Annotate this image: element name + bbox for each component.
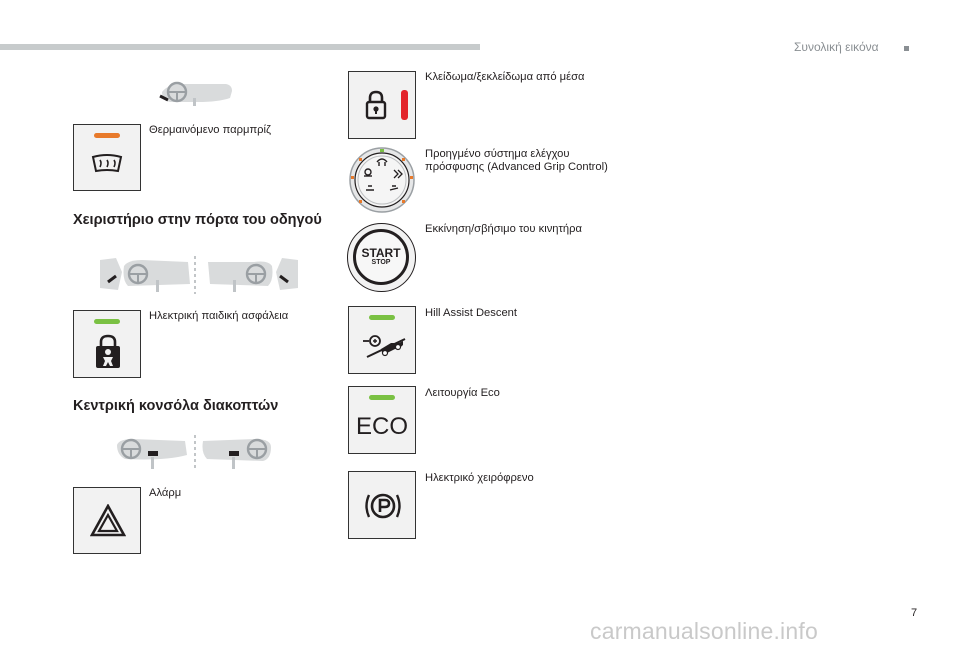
watermark: carmanualsonline.info [590,618,818,644]
child-lock-button[interactable] [73,310,141,378]
console-location-icon [117,435,271,471]
eco-button[interactable]: ECO [348,386,416,454]
eco-caption: Λειτουργία Eco [425,387,500,399]
grip-caption-line1: Προηγμένο σύστημα ελέγχου [425,148,570,160]
windscreen-defrost-icon [91,154,123,173]
child-lock-caption: Ηλεκτρική παιδική ασφάλεια [149,310,289,322]
section-marker [904,46,909,51]
dashboard-location-icon [159,81,232,106]
start-caption: Εκκίνηση/σβήσιμο του κινητήρα [425,223,582,235]
hill-descent-button[interactable] [348,306,416,374]
hazard-caption: Αλάρμ [149,487,182,499]
lock-caption: Κλείδωμα/ξεκλείδωμα από μέσα [425,71,585,83]
parking-brake-icon [365,493,401,519]
start-stop-button[interactable]: START STOP [347,223,416,292]
header-rule [0,44,480,50]
start-label: START [361,246,401,260]
hazard-warning-icon [90,504,126,537]
eco-label: ECO [355,413,408,440]
driver-door-heading: Χειριστήριο στην πόρτα του οδηγού [73,212,322,228]
driver-door-location-icon [100,256,298,294]
central-lock-button[interactable] [348,71,416,139]
defrost-caption: Θερμαινόμενο παρμπρίζ [149,124,271,136]
page-number: 7 [911,607,918,619]
hill-descent-icon [363,335,406,358]
console-heading: Κεντρική κονσόλα διακοπτών [73,398,279,414]
grip-caption-line2: πρόσφυσης (Advanced Grip Control) [425,161,608,173]
lock-indicator-led [401,90,408,120]
stop-label: STOP [371,259,391,266]
child-lock-icon [96,334,120,368]
section-title: Συνολική εικόνα [794,40,879,54]
parking-brake-button[interactable] [348,471,416,539]
hazard-button[interactable] [73,487,141,554]
grip-control-dial-icon[interactable] [346,146,418,214]
padlock-icon [365,90,387,120]
parking-caption: Ηλεκτρικό χειρόφρενο [425,472,534,484]
hill-caption: Hill Assist Descent [425,307,518,319]
defrost-button[interactable] [73,124,141,191]
